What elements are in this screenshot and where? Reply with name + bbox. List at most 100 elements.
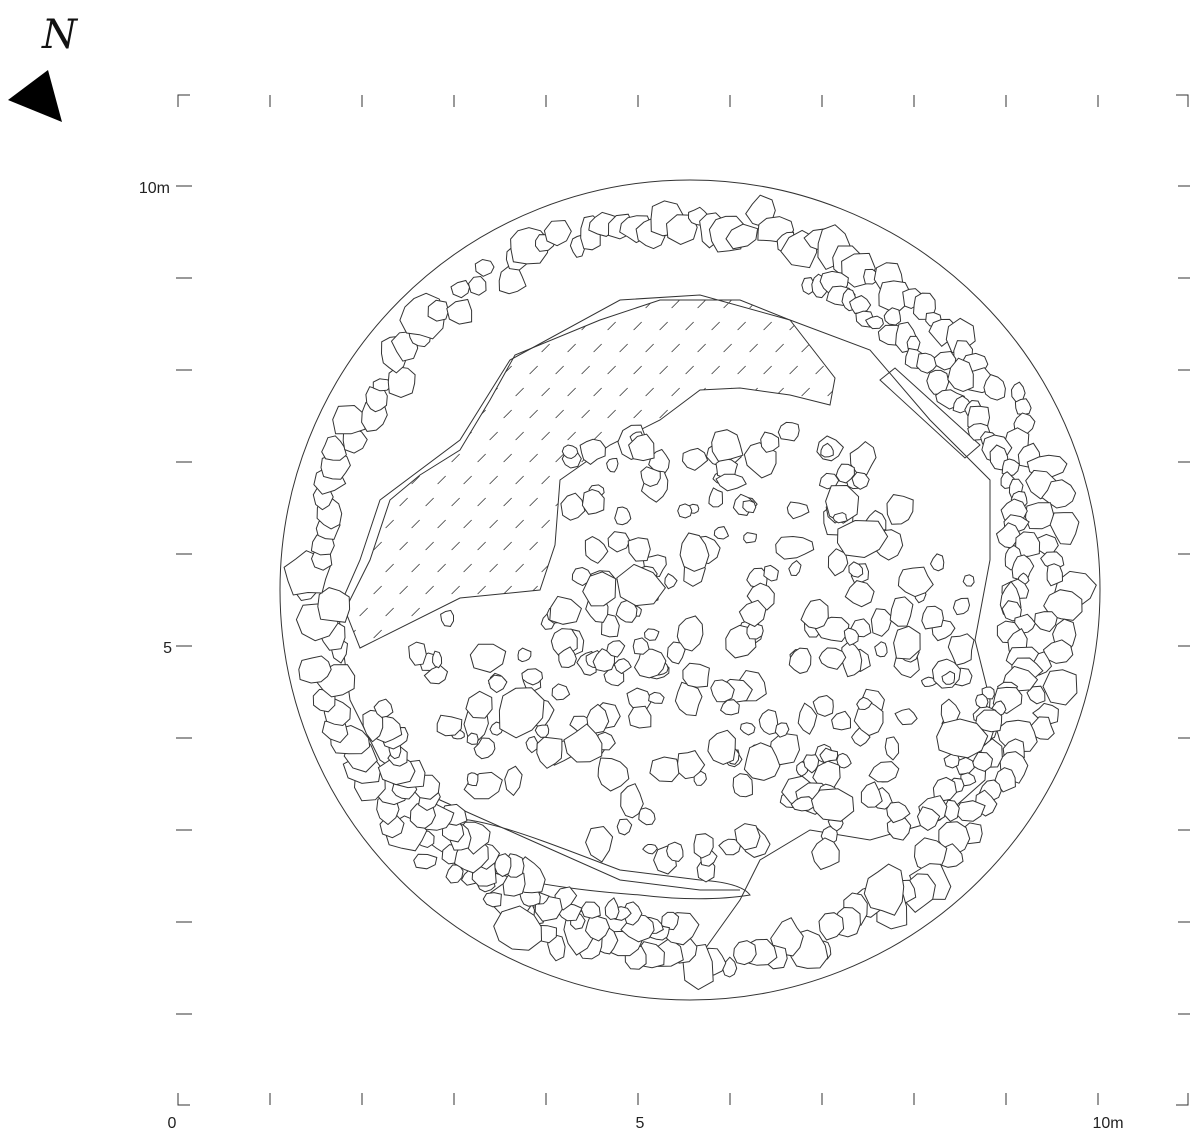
wall-stone [1001, 600, 1022, 622]
hatch-mark [593, 343, 602, 353]
hatch-mark [711, 409, 720, 419]
hatch-mark [567, 343, 576, 353]
hatch-mark [463, 475, 472, 485]
floor-stone [613, 658, 632, 675]
floor-stone [797, 702, 818, 735]
hatch-mark [347, 321, 356, 331]
hatch-mark [515, 343, 524, 353]
hatch-mark [503, 585, 512, 595]
hatch-mark [373, 453, 382, 463]
floor-stone [579, 438, 606, 466]
floor-stone [440, 609, 454, 627]
hatch-mark [541, 387, 550, 397]
floor-stone [941, 670, 955, 685]
hatch-mark [789, 453, 798, 463]
hatch-mark [529, 321, 538, 331]
floor-stone [743, 532, 757, 544]
floor-stone [560, 492, 586, 521]
hatch-mark [723, 563, 732, 573]
floor-stone [633, 648, 667, 679]
floor-stone [818, 647, 847, 670]
floor-stone [775, 535, 815, 560]
hatch-mark [541, 431, 550, 441]
wall-stone [321, 435, 347, 461]
floor-stone [884, 736, 900, 761]
hatch-mark [698, 652, 706, 660]
hatch-mark [529, 541, 538, 551]
outer-boundary [279, 179, 1101, 1001]
floor-stone [818, 472, 840, 490]
floor-stone [825, 484, 860, 524]
hatch-mark [489, 519, 498, 529]
floor-stone [682, 662, 710, 688]
floor-stone [800, 598, 829, 630]
hatch-mark [567, 387, 576, 397]
hatch-mark [619, 343, 628, 353]
hatch-mark [633, 409, 642, 419]
hatch-mark [451, 497, 460, 507]
floor-stone [827, 548, 849, 577]
floor-stone [811, 837, 840, 871]
floor-stone [597, 757, 630, 792]
floor-stone [561, 444, 579, 460]
hatch-mark [645, 387, 654, 397]
hatch-mark [411, 563, 420, 573]
floor-stone [525, 735, 538, 754]
hatch-mark [489, 431, 498, 441]
hatch-mark [451, 629, 460, 639]
wall-stone [818, 912, 845, 941]
hatch-mark [359, 475, 368, 485]
wall-stone [450, 279, 471, 299]
hatch-mark [801, 431, 810, 441]
hatch-mark [437, 343, 446, 353]
hatch-mark [567, 475, 576, 485]
hatch-mark [775, 607, 784, 617]
hatch-mark [373, 321, 382, 331]
hatch-mark [697, 387, 706, 397]
floor-stone [856, 696, 873, 711]
hatch-mark [386, 652, 394, 660]
floor-stone [681, 447, 709, 471]
floor-stone [758, 709, 779, 735]
hatch-mark [749, 431, 758, 441]
hatch-mark [671, 475, 680, 485]
wall-stone [498, 265, 527, 295]
hatch-mark [581, 321, 590, 331]
hatch-mark [503, 541, 512, 551]
hatch-mark [411, 607, 420, 617]
hatch-mark [659, 629, 668, 639]
hatch-mark [619, 300, 628, 309]
wall-stone [623, 901, 643, 926]
hatch-mark [607, 365, 616, 375]
hatch-mark [411, 475, 420, 485]
floor-stones [408, 421, 1003, 951]
hatch-mark [503, 409, 512, 419]
hatch-mark [645, 343, 654, 353]
wall-stone [1033, 611, 1058, 633]
hatch-mark [763, 365, 772, 375]
floor-stone [487, 674, 508, 694]
hatch-mark [503, 497, 512, 507]
hatch-mark [593, 519, 602, 529]
floor-stone [743, 742, 781, 781]
wall-stone [1046, 563, 1064, 587]
floor-stone [790, 796, 815, 812]
hatch-mark [685, 321, 694, 331]
hatch-mark [529, 629, 538, 639]
hatch-mark [633, 497, 642, 507]
hatch-mark [633, 629, 642, 639]
large-stone [836, 519, 889, 559]
wall-stone [543, 219, 572, 247]
wall-stone [944, 799, 960, 823]
floor-stone [711, 429, 744, 462]
hatch-mark [515, 300, 524, 309]
hatch-mark [607, 321, 616, 331]
hatch-mark [801, 563, 810, 573]
hatch-mark [593, 300, 602, 309]
wall-stone [926, 369, 950, 395]
hatch-mark [776, 652, 784, 660]
hatch-mark [593, 387, 602, 397]
floor-stone [851, 471, 870, 490]
hatch-mark [685, 585, 694, 595]
